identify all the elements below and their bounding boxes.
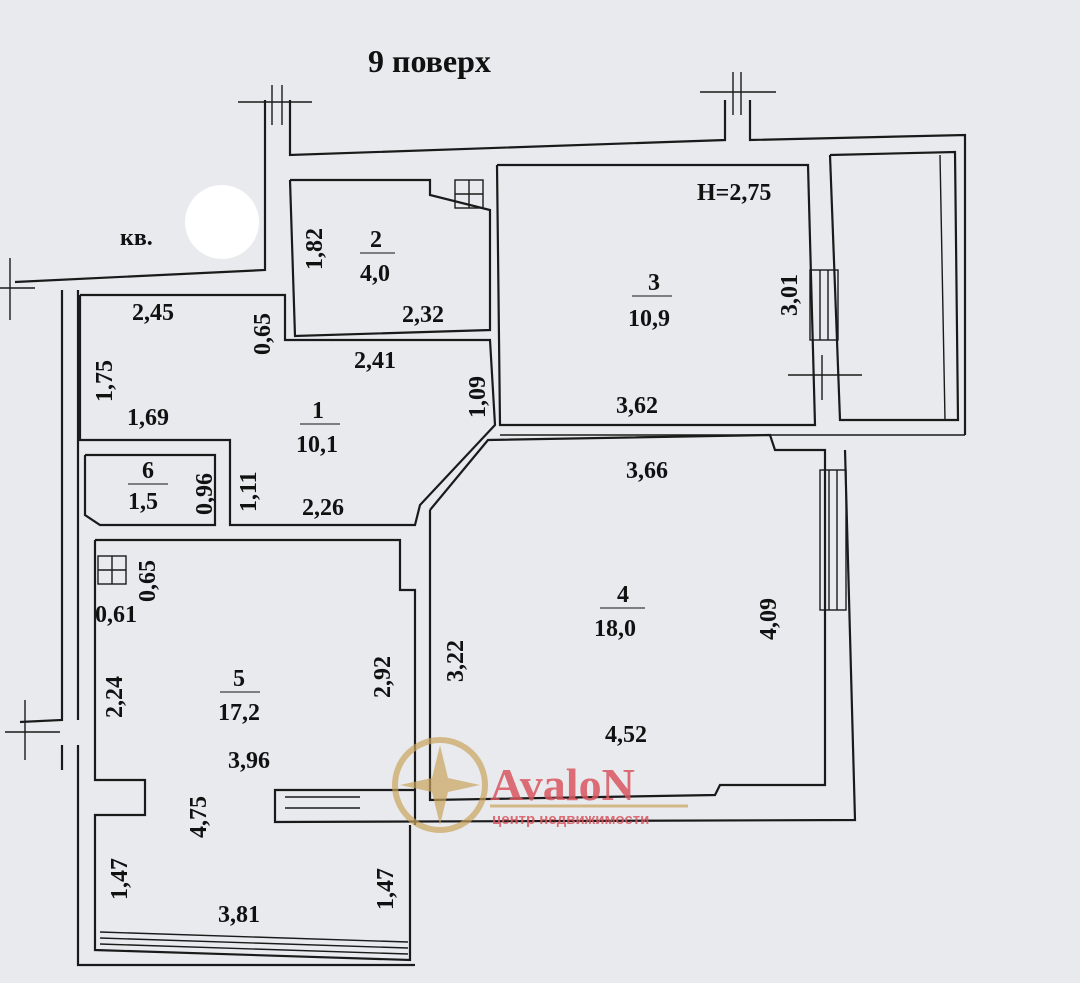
watermark-logo: AvaloN центр недвижимости bbox=[392, 737, 688, 833]
apartment-label: кв. bbox=[120, 225, 153, 251]
dimension: 1,82 bbox=[302, 228, 328, 270]
dimension: 2,26 bbox=[302, 495, 344, 521]
dimension: 1,47 bbox=[373, 868, 399, 910]
dimension: 1,75 bbox=[92, 360, 118, 402]
dimension: 1,47 bbox=[107, 858, 133, 900]
labels: 9 поверх кв. H=2,75 1 10,1 2 4,0 3 10,9 … bbox=[92, 43, 803, 928]
redaction-circle bbox=[185, 185, 259, 259]
room-area: 10,9 bbox=[628, 306, 670, 332]
dimension: 3,66 bbox=[626, 458, 668, 484]
dimension: 0,61 bbox=[95, 602, 137, 628]
room-number: 6 bbox=[142, 458, 154, 484]
dimension: 4,09 bbox=[756, 598, 782, 640]
room-area: 17,2 bbox=[218, 700, 260, 726]
dimension: 3,96 bbox=[228, 748, 270, 774]
walls bbox=[0, 72, 967, 967]
room-area: 1,5 bbox=[128, 489, 158, 515]
dimension: 3,62 bbox=[616, 393, 658, 419]
dimension: 2,32 bbox=[402, 302, 444, 328]
dimension: 1,09 bbox=[465, 376, 491, 418]
watermark-name: AvaloN bbox=[490, 759, 635, 810]
dimension: 0,65 bbox=[250, 313, 276, 355]
dimension: 3,22 bbox=[443, 640, 469, 682]
dimension: 1,69 bbox=[127, 405, 169, 431]
dimension: 4,52 bbox=[605, 722, 647, 748]
room-area: 4,0 bbox=[360, 261, 390, 287]
room-number: 2 bbox=[370, 227, 382, 253]
room-area: 10,1 bbox=[296, 432, 338, 458]
dimension: 3,01 bbox=[777, 274, 803, 316]
room-number: 3 bbox=[648, 270, 660, 296]
dimension: 1,11 bbox=[236, 471, 262, 512]
dimension: 2,92 bbox=[370, 656, 396, 698]
room-number: 4 bbox=[617, 582, 629, 608]
dimension: 0,65 bbox=[135, 560, 161, 602]
floor-title: 9 поверх bbox=[368, 43, 491, 79]
room-area: 18,0 bbox=[594, 616, 636, 642]
dimension: 2,45 bbox=[132, 300, 174, 326]
watermark-subtitle: центр недвижимости bbox=[492, 811, 649, 828]
dimension: 4,75 bbox=[186, 796, 212, 838]
room-number: 1 bbox=[312, 398, 324, 424]
dimension: 2,24 bbox=[102, 676, 128, 718]
ceiling-height: H=2,75 bbox=[697, 180, 771, 206]
dimension: 2,41 bbox=[354, 348, 396, 374]
room-number: 5 bbox=[233, 666, 245, 692]
dimension: 3,81 bbox=[218, 902, 260, 928]
dimension: 0,96 bbox=[192, 473, 218, 515]
